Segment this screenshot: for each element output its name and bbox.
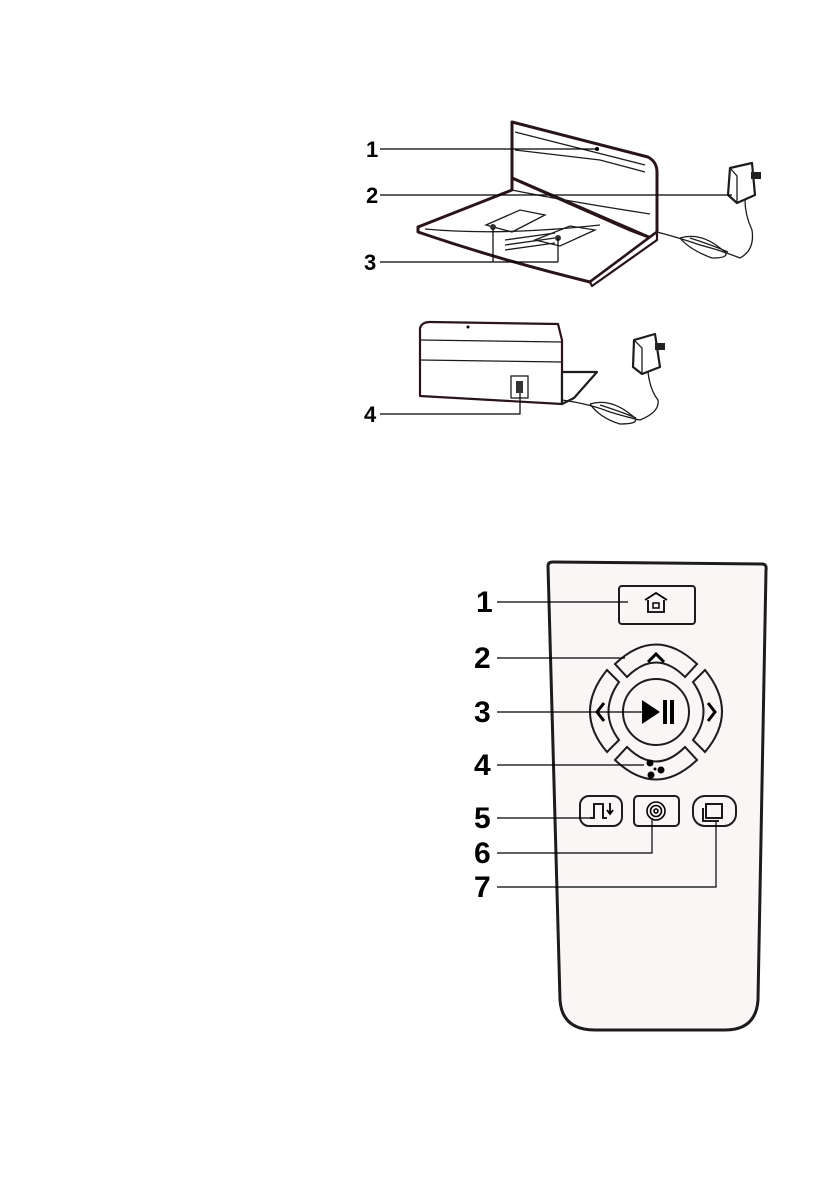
spiral-clean-button[interactable] [634,796,679,826]
remote-label-5: 5 [474,802,491,835]
remote-label-6: 6 [474,837,491,870]
remote-label-4: 4 [474,749,491,782]
edge-clean-button[interactable] [580,796,622,826]
station-label-3: 3 [364,250,376,275]
station-label-4: 4 [364,402,377,427]
remote-label-1: 1 [476,586,493,619]
station-label-2: 2 [366,183,378,208]
spot-clean-button[interactable] [693,796,736,826]
home-button[interactable] [619,586,695,624]
remote-label-7: 7 [474,871,491,904]
power-adapter-top [657,163,761,258]
station-label-1: 1 [366,137,378,162]
remote-label-2: 2 [474,642,491,675]
charging-station-rear [420,322,597,404]
remote-label-3: 3 [474,696,491,729]
